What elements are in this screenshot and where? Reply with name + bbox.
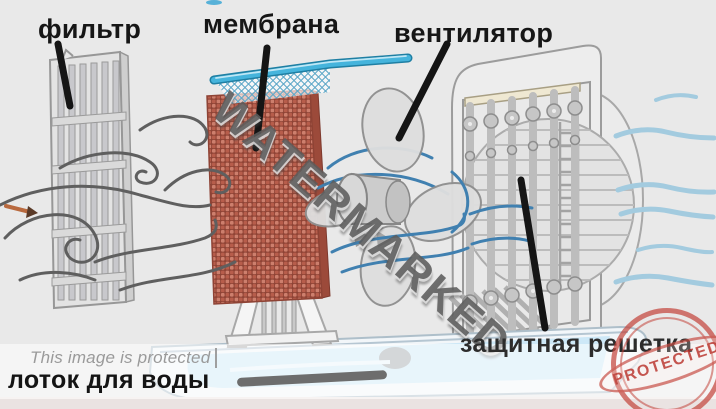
grille-unit (448, 44, 644, 344)
label-filter: фильтр (38, 14, 142, 44)
label-arrow-fan (395, 40, 451, 142)
label-arrows (54, 40, 549, 332)
filter-panel (48, 48, 135, 310)
label-arrow-membrane (252, 44, 271, 152)
label-grille: защитная решетка (460, 330, 693, 358)
outlet-air-waves (613, 93, 716, 288)
inlet-arrow-icon (4, 204, 38, 218)
label-arrow-filter (54, 40, 74, 110)
air-inlet-swirls (0, 114, 237, 292)
notice-caret (215, 348, 217, 368)
label-fan: вентилятор (394, 18, 554, 48)
blue-speck (206, 0, 222, 5)
label-membrane: мембрана (203, 9, 340, 39)
fan-assembly (304, 87, 482, 307)
water-supply-pipe (209, 53, 413, 85)
label-arrow-grille (517, 176, 549, 332)
fan-air-swirls-front (330, 170, 534, 274)
membrane-stand (224, 293, 340, 348)
label-tray: лоток для воды (8, 366, 210, 394)
protection-notice: This image is protected (30, 348, 211, 367)
bottom-strip (0, 397, 716, 409)
